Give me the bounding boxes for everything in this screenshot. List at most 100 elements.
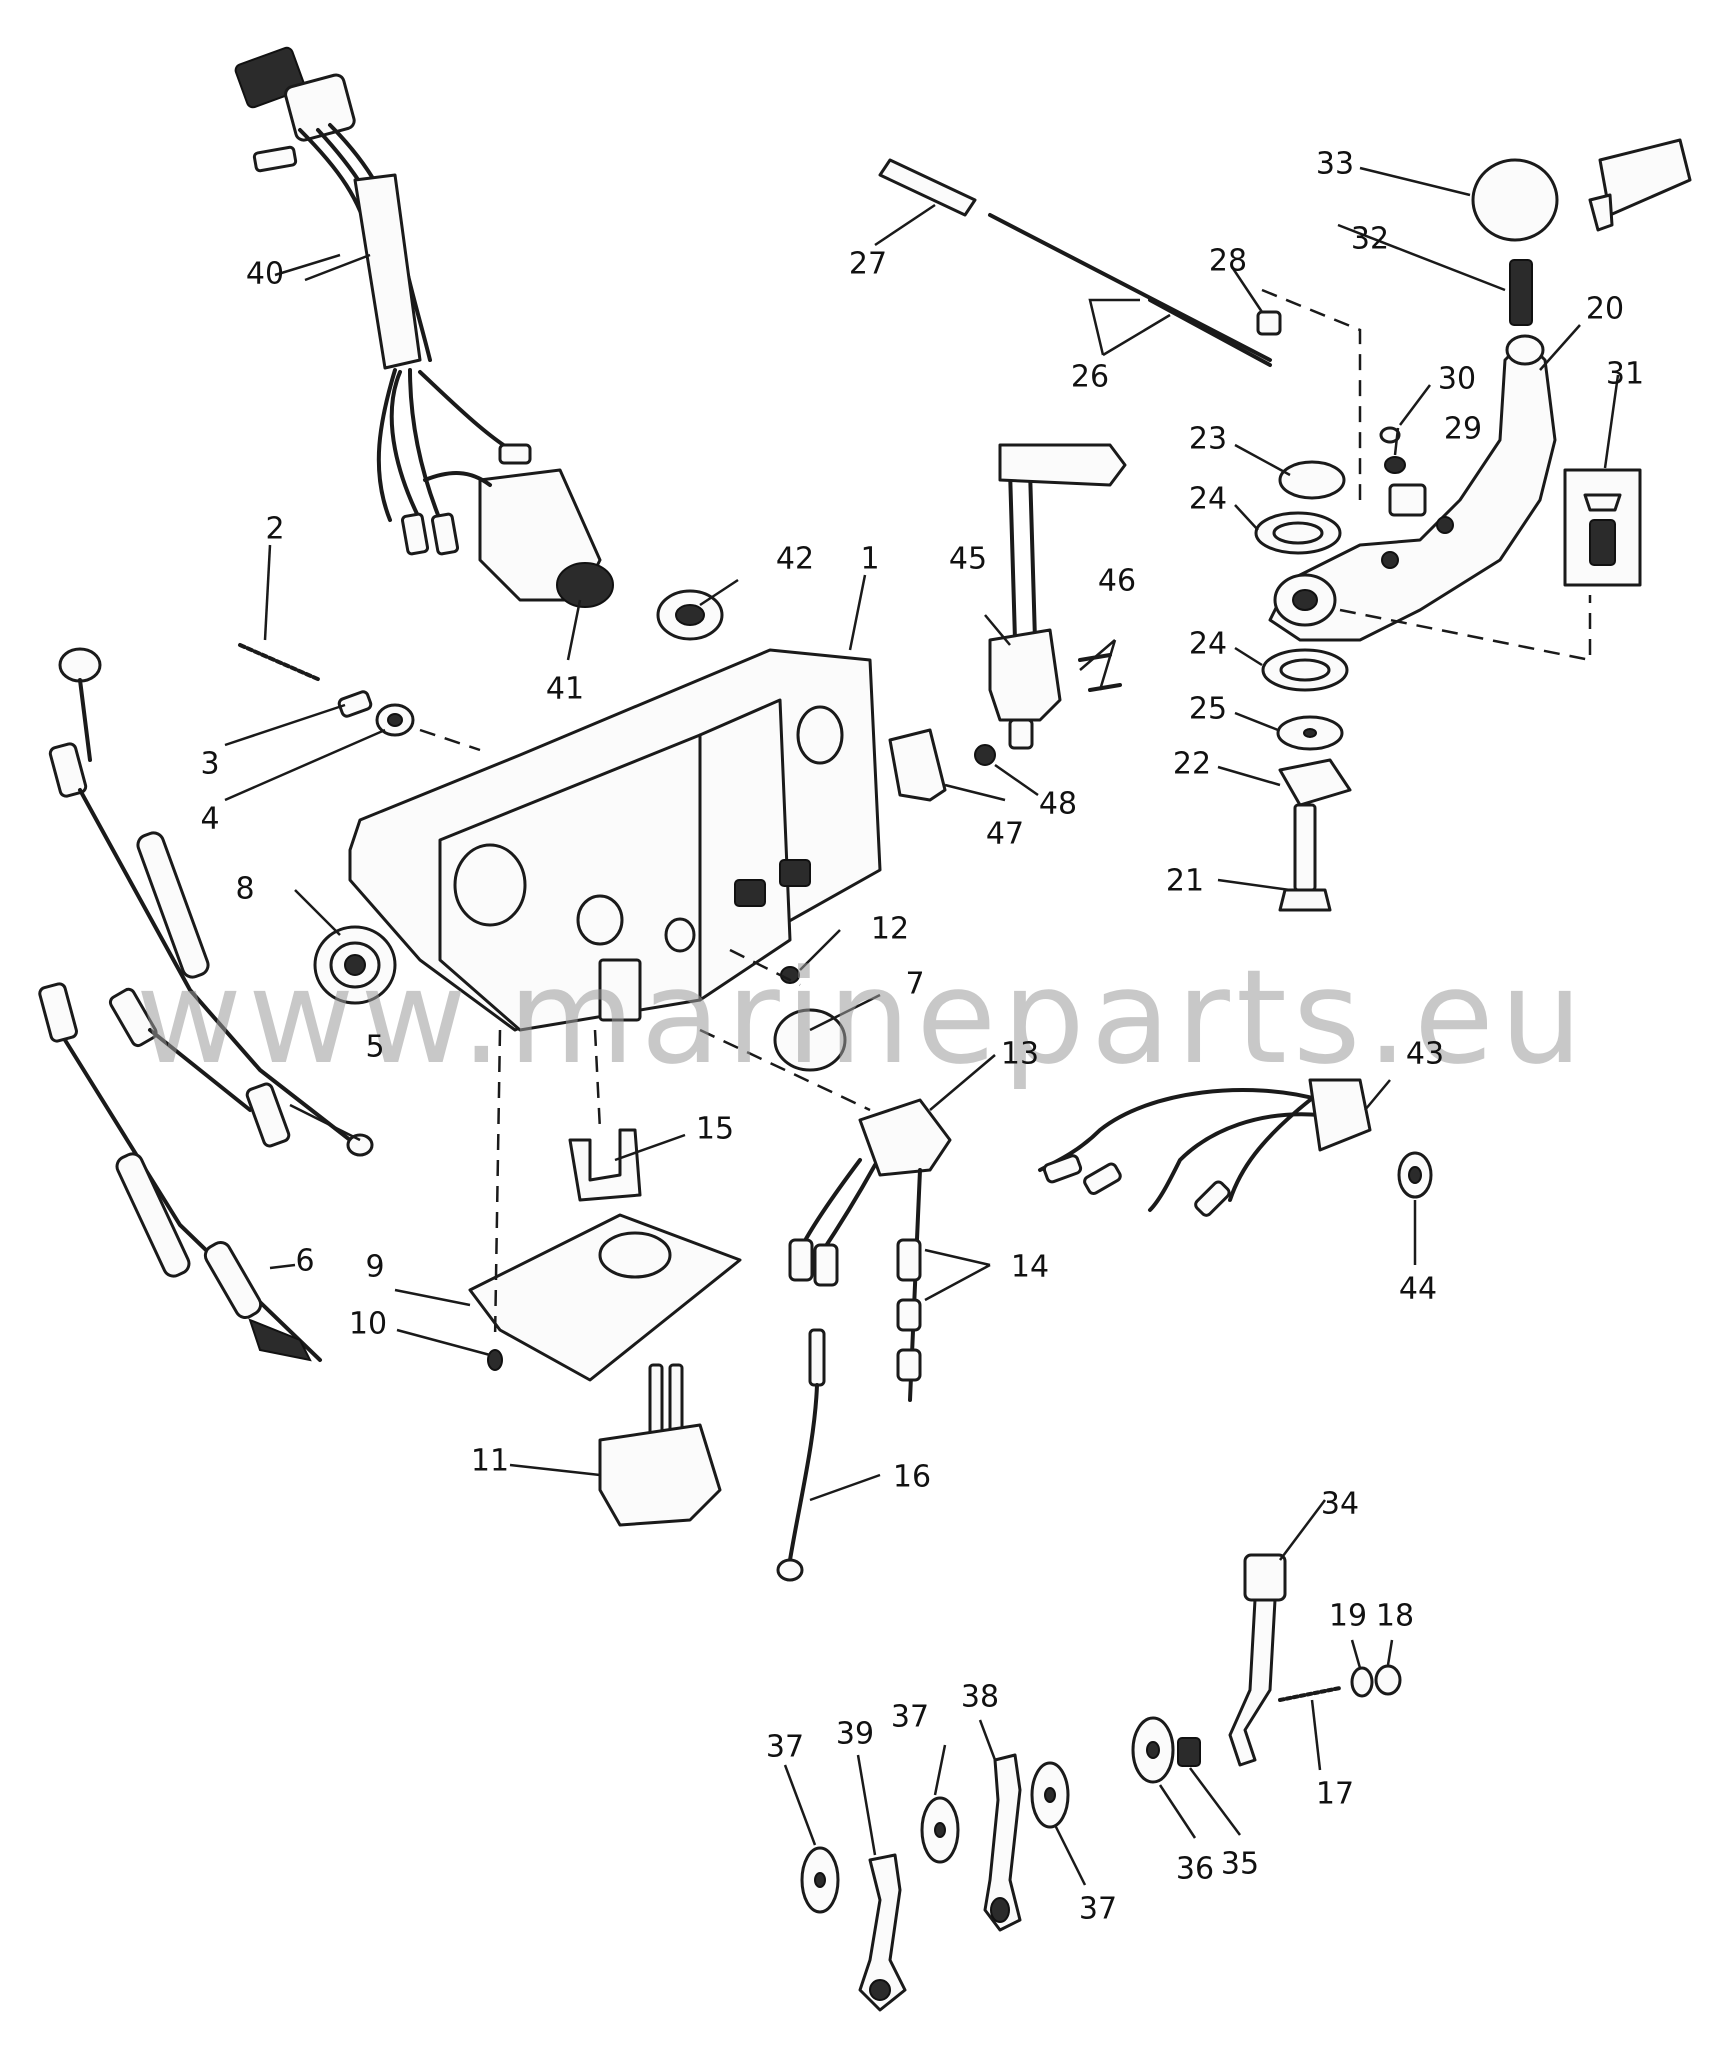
lever-38 (983, 1753, 1022, 1932)
plug-7 (773, 1008, 847, 1072)
warning-horn-11 (598, 1363, 722, 1527)
grommet-8 (313, 925, 397, 1005)
callout-45: 45 (949, 542, 987, 577)
wiring-harness-40 (234, 46, 614, 608)
callout-16: 16 (893, 1460, 931, 1495)
callout-44: 44 (1399, 1272, 1437, 1307)
control-housing-1 (348, 648, 882, 1032)
rod-end-27 (878, 158, 977, 217)
callout-10: 10 (349, 1307, 387, 1342)
callout-21: 21 (1166, 864, 1204, 899)
assembly-center-lines (419, 288, 1592, 1341)
callout-18: 18 (1376, 1599, 1414, 1634)
clip-3 (337, 690, 373, 718)
callout-19: 19 (1329, 1599, 1367, 1634)
grease-tube-23 (998, 443, 1346, 500)
lead-16 (776, 1328, 826, 1582)
nut-4 (375, 703, 415, 737)
lead-wire-5 (48, 647, 374, 1157)
plate-22 (1278, 758, 1352, 807)
callout-31: 31 (1606, 357, 1644, 392)
callout-22: 22 (1173, 747, 1211, 782)
callout-25: 25 (1189, 692, 1227, 727)
callout-40: 40 (246, 257, 284, 292)
callout-36: 36 (1176, 1852, 1214, 1887)
callout-33: 33 (1316, 147, 1354, 182)
washer-24b (1261, 648, 1349, 692)
callout-17: 17 (1316, 1777, 1354, 1812)
callout-4: 4 (200, 802, 219, 837)
swivel-28 (1256, 310, 1282, 336)
callout-leader-lines (224, 166, 1620, 1886)
bracket-15 (568, 1128, 642, 1202)
callout-35: 35 (1221, 1847, 1259, 1882)
screw-30 (1379, 426, 1401, 444)
rod-17 (1278, 1686, 1342, 1702)
callout-5: 5 (365, 1030, 384, 1065)
washer-37b (920, 1796, 960, 1864)
callout-32: 32 (1351, 222, 1389, 257)
washer-19 (1350, 1666, 1374, 1698)
terminal-14 (896, 1168, 922, 1402)
cover-plate-9 (468, 1213, 742, 1382)
callout-12: 12 (871, 912, 909, 947)
clip-47 (888, 728, 947, 802)
callout-42: 42 (776, 542, 814, 577)
knob-33 (1471, 158, 1559, 242)
neutral-switch-45 (988, 468, 1062, 750)
callout-26: 26 (1071, 360, 1109, 395)
switch-13 (788, 1098, 952, 1287)
callout-13: 13 (1001, 1037, 1039, 1072)
callout-7: 7 (905, 967, 924, 1002)
callout-48: 48 (1039, 787, 1077, 822)
washer-37a (800, 1846, 840, 1914)
callout-24a: 24 (1189, 482, 1227, 517)
callout-24b: 24 (1189, 627, 1227, 662)
linkage-rod-26 (988, 213, 1272, 367)
callout-34: 34 (1321, 1487, 1359, 1522)
nut-44 (1397, 1151, 1433, 1199)
detent-kit-31 (1563, 468, 1642, 587)
callout-9: 9 (365, 1250, 384, 1285)
screw-10 (487, 1349, 503, 1371)
lever-39 (858, 1853, 907, 2012)
callout-1: 1 (860, 542, 879, 577)
callout-41: 41 (546, 672, 584, 707)
callout-14: 14 (1011, 1250, 1049, 1285)
callout-20: 20 (1586, 292, 1624, 327)
spring-32 (1509, 259, 1533, 326)
lubricant-tube (1588, 138, 1692, 232)
spacer-35 (1177, 1737, 1201, 1767)
callout-39: 39 (836, 1717, 874, 1752)
callout-27: 27 (849, 247, 887, 282)
washer-37c (1030, 1761, 1070, 1829)
callout-30: 30 (1438, 362, 1476, 397)
washer-36 (1131, 1716, 1175, 1784)
callout-37a: 37 (766, 1730, 804, 1765)
callout-3: 3 (200, 747, 219, 782)
callout-28: 28 (1209, 244, 1247, 279)
callout-38: 38 (961, 1680, 999, 1715)
callout-37c: 37 (1079, 1892, 1117, 1927)
callout-23: 23 (1189, 422, 1227, 457)
callout-15: 15 (696, 1112, 734, 1147)
bolt-21 (1278, 803, 1332, 912)
washer-25 (1276, 715, 1344, 751)
watermark-text: www.marineparts.eu (136, 941, 1589, 1093)
callout-11: 11 (471, 1444, 509, 1479)
callout-8: 8 (235, 872, 254, 907)
screw-48 (974, 744, 996, 766)
throttle-arm-34 (1228, 1553, 1287, 1767)
nut-18 (1374, 1664, 1402, 1696)
spring-2 (238, 643, 322, 682)
callout-47: 47 (986, 817, 1024, 852)
callout-labels: 1 2 3 4 5 6 7 8 9 10 11 12 13 14 15 16 1… (200, 147, 1644, 1927)
lead-wire-6 (38, 982, 322, 1362)
nut-29 (1384, 456, 1406, 474)
nut-42 (656, 589, 724, 641)
shift-lever-20 (1268, 334, 1557, 642)
washer-24a (1254, 511, 1342, 555)
callout-37b: 37 (891, 1700, 929, 1735)
